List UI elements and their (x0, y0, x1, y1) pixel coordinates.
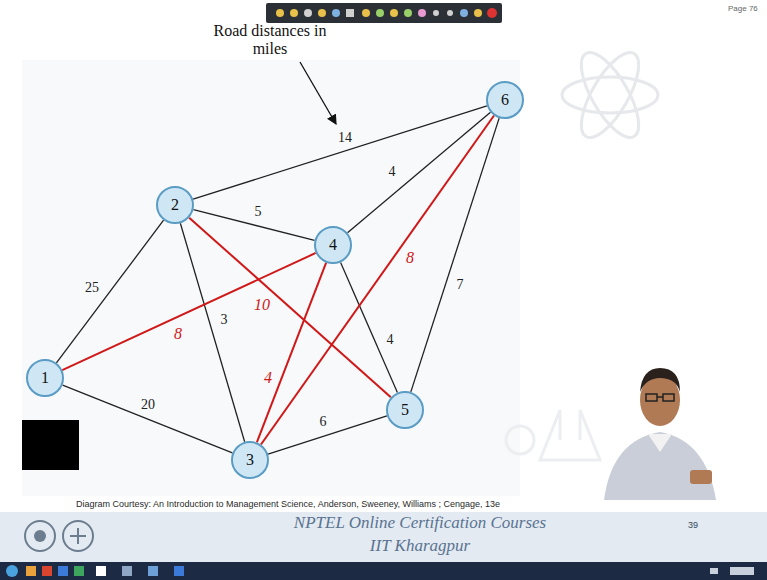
distance-label: 5 (253, 204, 264, 220)
road-edge (63, 385, 233, 453)
node-number: 4 (329, 236, 337, 254)
annotated-road (257, 263, 326, 443)
page-number: Page 76 (728, 4, 758, 13)
annotated-road (62, 253, 316, 370)
road-edge (348, 112, 491, 233)
distance-label: 3 (219, 312, 230, 328)
black-box (22, 420, 79, 470)
atom-watermark (562, 44, 658, 145)
node-circle: 2 (156, 186, 194, 224)
diagram-panel (22, 60, 520, 496)
toolbar-icons (276, 8, 497, 18)
course-name: NPTEL Online Certification Courses (294, 513, 546, 533)
taskbar (0, 562, 767, 580)
distance-label: 8 (404, 250, 416, 266)
distance-label: 4 (385, 332, 396, 348)
slide-number: 39 (688, 520, 698, 530)
distance-label: 8 (172, 326, 184, 342)
road-edge (180, 223, 244, 442)
distance-label: 14 (336, 130, 354, 146)
flask-watermark (506, 410, 600, 460)
node-circle: 4 (314, 226, 352, 264)
note-text: Road distances in miles (209, 22, 331, 58)
node-number: 3 (246, 451, 254, 469)
road-edge (341, 262, 398, 392)
institute-name: IIT Kharagpur (370, 536, 470, 556)
pen-toolbar (266, 3, 502, 23)
node-circle: 6 (486, 81, 524, 119)
road-edge (411, 118, 499, 392)
presenter-video (604, 368, 716, 500)
node-number: 6 (501, 91, 509, 109)
institute-logos (25, 521, 93, 551)
source-caption: Diagram Courtesy: An Introduction to Man… (76, 499, 500, 509)
distance-label: 10 (252, 297, 272, 313)
distance-label: 7 (455, 277, 466, 293)
node-circle: 1 (26, 359, 64, 397)
leader-arrow (300, 62, 336, 124)
distance-label: 4 (387, 164, 398, 180)
distance-label: 20 (139, 397, 157, 413)
taskbar-icons (6, 565, 754, 577)
road-edge (56, 220, 163, 363)
node-number: 2 (171, 196, 179, 214)
distance-label: 4 (262, 370, 274, 386)
node-circle: 3 (231, 441, 269, 479)
node-number: 5 (401, 401, 409, 419)
distance-label: 6 (318, 414, 329, 430)
node-circle: 5 (386, 391, 424, 429)
distance-label: 25 (83, 280, 101, 296)
annotated-road (261, 116, 494, 445)
annotated-road (189, 218, 391, 398)
node-number: 1 (41, 369, 49, 387)
footer-band (0, 512, 767, 562)
